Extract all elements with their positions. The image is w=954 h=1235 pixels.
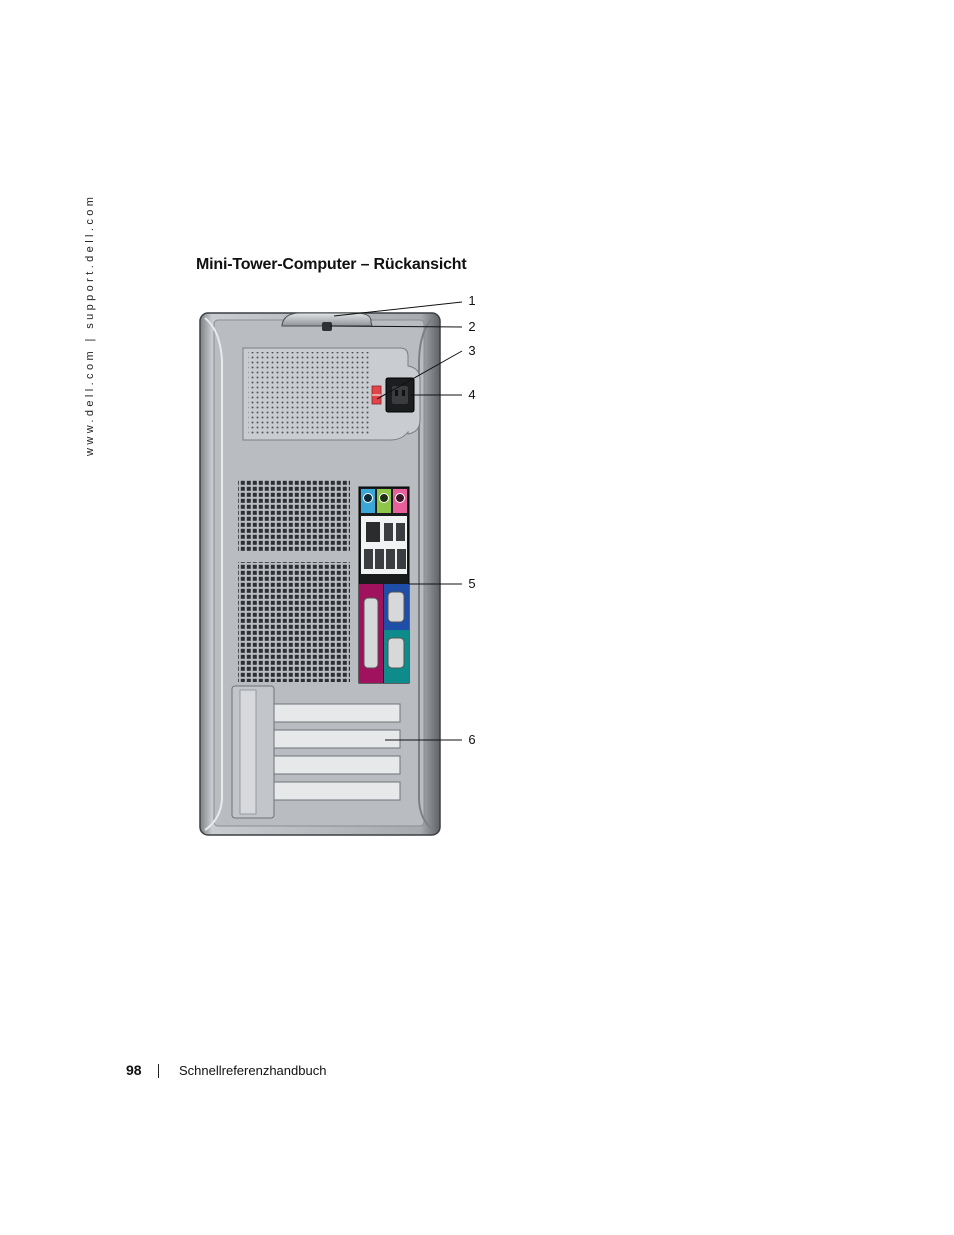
footer-title: Schnellreferenzhandbuch — [179, 1063, 327, 1078]
power-connector-icon — [385, 377, 415, 413]
footer-divider — [158, 1064, 159, 1078]
vent-lower — [238, 562, 350, 682]
callout-4: 4 — [468, 387, 476, 402]
callout-1: 1 — [468, 293, 476, 308]
padlock-ring-icon — [281, 312, 373, 331]
callout-5: 5 — [468, 576, 476, 591]
back-panel-connectors-icon — [358, 486, 410, 684]
vent-upper — [238, 480, 350, 552]
expansion-slots-icon — [231, 685, 401, 819]
callout-2: 2 — [468, 319, 476, 334]
callout-3: 3 — [468, 343, 476, 358]
page-number: 98 — [126, 1062, 142, 1078]
callout-6: 6 — [468, 732, 476, 747]
page-title: Mini-Tower-Computer – Rückansicht — [196, 256, 467, 273]
power-supply — [242, 347, 421, 441]
voltage-switch-icon — [371, 385, 382, 405]
callout-lines — [329, 301, 463, 741]
